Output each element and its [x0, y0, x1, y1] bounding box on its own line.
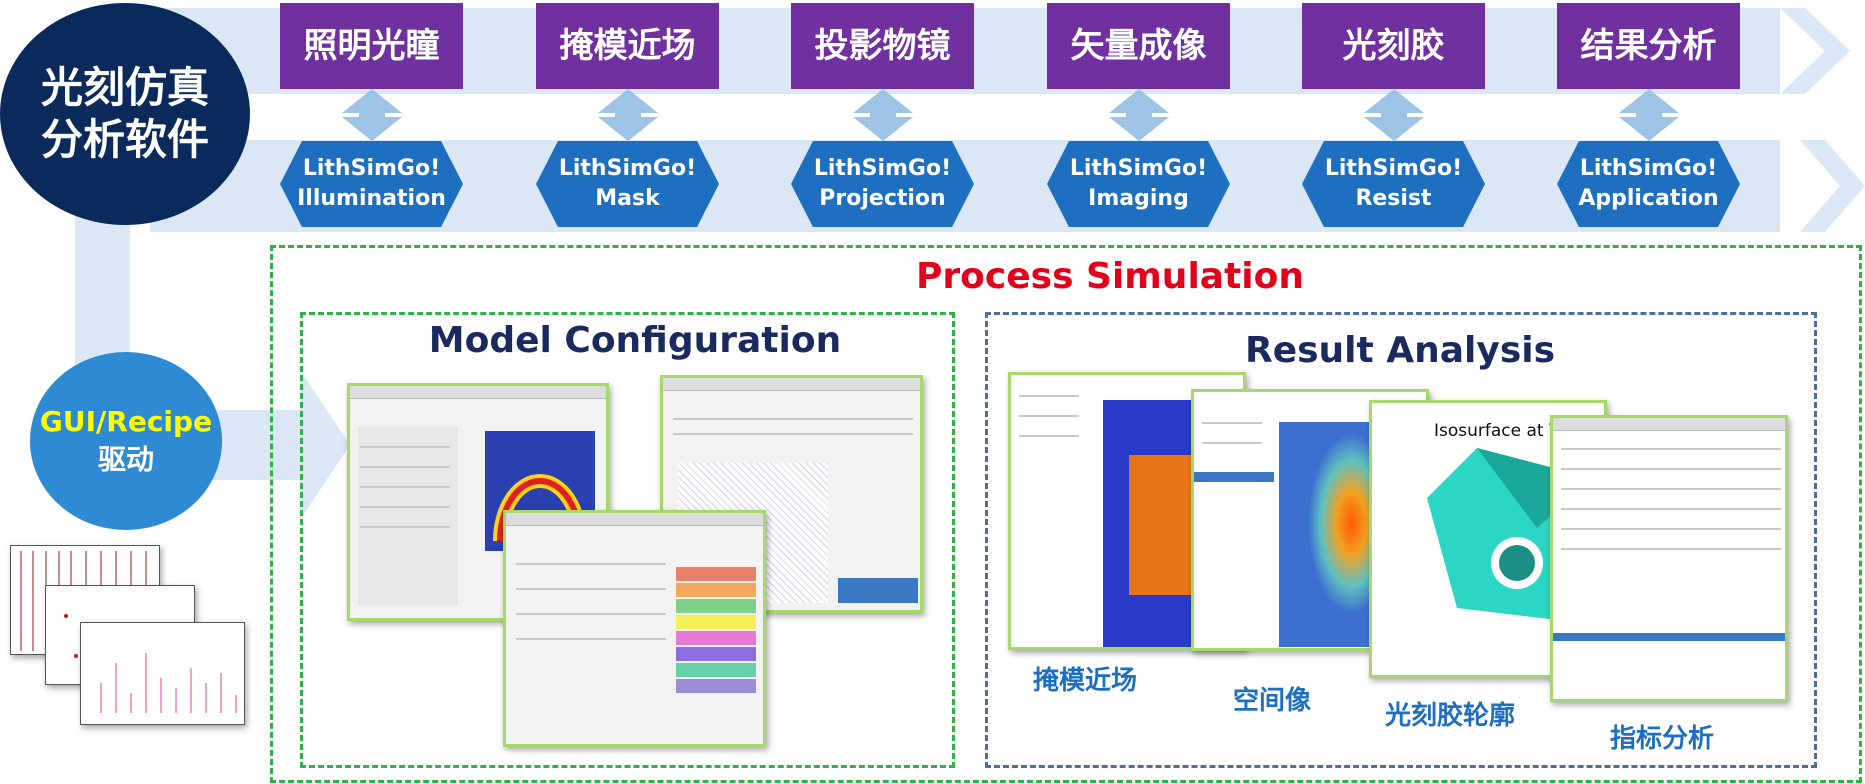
- module-application-cn: 结果分析: [1557, 3, 1740, 89]
- module-imaging-hex: LithSimGo!Imaging: [1047, 141, 1230, 227]
- module-illumination-hex: LithSimGo!Illumination: [280, 141, 463, 227]
- logo-line1: 光刻仿真: [40, 63, 209, 112]
- mini-screenshot-3: [80, 622, 245, 725]
- driver-label: 驱动: [97, 443, 154, 476]
- gui-recipe-circle: GUI/Recipe 驱动: [30, 352, 222, 530]
- module-mask-cn: 掩模近场: [536, 3, 719, 89]
- module-projection-hex: LithSimGo!Projection: [791, 141, 974, 227]
- logo-circle: 光刻仿真 分析软件: [0, 3, 250, 225]
- model-configuration-frame: [300, 312, 955, 768]
- result-window-metrics: [1550, 415, 1788, 702]
- gui-recipe-label: GUI/Recipe: [39, 405, 213, 438]
- logo-line2: 分析软件: [40, 115, 209, 164]
- result-analysis-frame: [985, 312, 1817, 768]
- module-projection-cn: 投影物镜: [791, 3, 974, 89]
- module-illumination-cn: 照明光瞳: [280, 3, 463, 89]
- gui-arrow-head: [300, 370, 350, 520]
- caption-resist-profile: 光刻胶轮廓: [1385, 701, 1516, 731]
- double-arrows: [342, 89, 1679, 141]
- process-simulation-title: Process Simulation: [916, 256, 1304, 297]
- module-application-hex: LithSimGo!Application: [1557, 141, 1740, 227]
- vertical-band: [75, 200, 130, 370]
- chevron-arrows: [1780, 8, 1865, 232]
- caption-aerial-image: 空间像: [1233, 686, 1312, 716]
- module-imaging-cn: 矢量成像: [1047, 3, 1230, 89]
- caption-mask-nearfield: 掩模近场: [1033, 666, 1138, 696]
- process-simulation-frame: [270, 245, 1862, 783]
- module-resist-hex: LithSimGo!Resist: [1302, 141, 1485, 227]
- model-configuration-title: Model Configuration: [428, 320, 842, 361]
- module-mask-hex: LithSimGo!Mask: [536, 141, 719, 227]
- caption-metric-analysis: 指标分析: [1610, 724, 1715, 754]
- result-analysis-title: Result Analysis: [1244, 330, 1556, 371]
- config-window-3: [503, 510, 766, 747]
- module-resist-cn: 光刻胶: [1302, 3, 1485, 89]
